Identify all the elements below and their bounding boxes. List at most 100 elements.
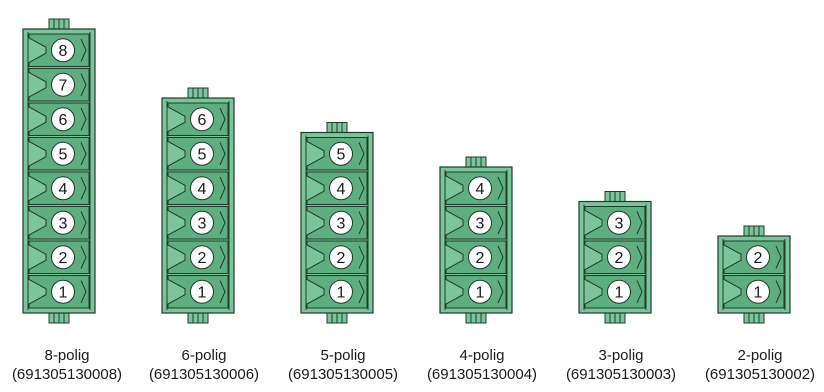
pin-number: 6 (59, 112, 68, 129)
pin-number-circle (190, 210, 214, 235)
pin-number: 2 (337, 250, 346, 267)
clamp-detail (636, 245, 643, 269)
pin-number-circle (329, 245, 353, 270)
clamp-detail (80, 107, 87, 131)
clamp-detail (358, 211, 365, 235)
pin-number: 4 (337, 181, 346, 198)
pin-number: 5 (59, 146, 68, 163)
caption-part-number: (691305130004) (426, 366, 538, 383)
clamp-detail (775, 280, 782, 304)
clamp-detail (358, 176, 365, 200)
caption-name: 5-polig (320, 347, 366, 364)
pin-number: 3 (615, 215, 624, 232)
clamp-detail (219, 211, 226, 235)
clamp-detail (80, 142, 87, 166)
pin-number-circle (468, 176, 492, 201)
pin-number-circle (51, 210, 75, 235)
clamp-detail (219, 280, 226, 304)
clamp-detail (219, 176, 226, 200)
pin-number-circle (329, 210, 353, 235)
pin-number-circle (468, 210, 492, 235)
pin-number: 5 (198, 146, 207, 163)
pin-number-circle (190, 107, 214, 132)
clamp-detail (80, 245, 87, 269)
pin-number-circle (190, 245, 214, 270)
pin-number: 2 (198, 250, 207, 267)
pin-number: 1 (59, 284, 68, 301)
pin-number-circle (190, 141, 214, 166)
clamp-detail (219, 142, 226, 166)
caption-4-polig: 4-polig (691305130004) (412, 346, 552, 384)
caption-name: 8-polig (44, 347, 90, 364)
clamp-detail (358, 280, 365, 304)
clamp-detail (219, 107, 226, 131)
pin-number: 7 (59, 77, 68, 94)
pin-number-circle (607, 245, 631, 270)
pin-number: 3 (198, 215, 207, 232)
pin-number: 1 (198, 284, 207, 301)
clamp-detail (80, 211, 87, 235)
caption-name: 2-polig (737, 347, 783, 364)
pin-number: 1 (754, 284, 763, 301)
pin-number-circle (51, 141, 75, 166)
pin-number: 2 (476, 250, 485, 267)
pin-number-circle (329, 176, 353, 201)
clamp-detail (497, 176, 504, 200)
caption-part-number: (691305130002) (704, 366, 816, 383)
pin-number: 2 (615, 250, 624, 267)
clamp-detail (358, 142, 365, 166)
caption-part-number: (691305130003) (565, 366, 677, 383)
pin-number: 1 (615, 284, 624, 301)
pin-number-circle (746, 279, 770, 304)
clamp-detail (775, 245, 782, 269)
pin-number-circle (607, 279, 631, 304)
pin-number-circle (329, 279, 353, 304)
caption-part-number: (691305130008) (11, 366, 123, 383)
pin-number: 4 (198, 181, 207, 198)
pin-number: 6 (198, 112, 207, 129)
caption-part-number: (691305130005) (287, 366, 399, 383)
pin-number-circle (468, 245, 492, 270)
clamp-detail (80, 38, 87, 62)
connector-5-pin: 5 4 3 2 1 (300, 122, 374, 324)
caption-8-polig: 8-polig (691305130008) (0, 346, 137, 384)
connector-6-pin: 6 5 4 3 2 1 (161, 87, 235, 324)
clamp-detail (80, 73, 87, 97)
clamp-detail (80, 176, 87, 200)
pin-number: 4 (476, 181, 485, 198)
pin-number-circle (190, 279, 214, 304)
pin-number-circle (51, 72, 75, 97)
pin-number-circle (468, 279, 492, 304)
pin-number-circle (51, 279, 75, 304)
caption-name: 3-polig (598, 347, 644, 364)
pin-number-circle (746, 245, 770, 270)
pin-number: 3 (476, 215, 485, 232)
clamp-detail (497, 211, 504, 235)
pin-number: 2 (754, 250, 763, 267)
clamp-detail (80, 280, 87, 304)
pin-number: 8 (59, 43, 68, 60)
clamp-detail (497, 280, 504, 304)
pin-number: 3 (337, 215, 346, 232)
clamp-detail (358, 245, 365, 269)
pin-number-circle (51, 245, 75, 270)
pin-number-circle (329, 141, 353, 166)
pin-number: 2 (59, 250, 68, 267)
pin-number-circle (607, 210, 631, 235)
clamp-detail (636, 280, 643, 304)
caption-2-polig: 2-polig (691305130002) (690, 346, 824, 384)
caption-5-polig: 5-polig (691305130005) (273, 346, 413, 384)
pin-number: 5 (337, 146, 346, 163)
clamp-detail (497, 245, 504, 269)
pin-number-circle (51, 176, 75, 201)
caption-name: 4-polig (459, 347, 505, 364)
clamp-detail (636, 211, 643, 235)
pin-number-circle (190, 176, 214, 201)
pin-number: 1 (337, 284, 346, 301)
caption-6-polig: 6-polig (691305130006) (134, 346, 274, 384)
connector-3-pin: 3 2 1 (578, 191, 652, 324)
pin-number-circle (51, 107, 75, 132)
